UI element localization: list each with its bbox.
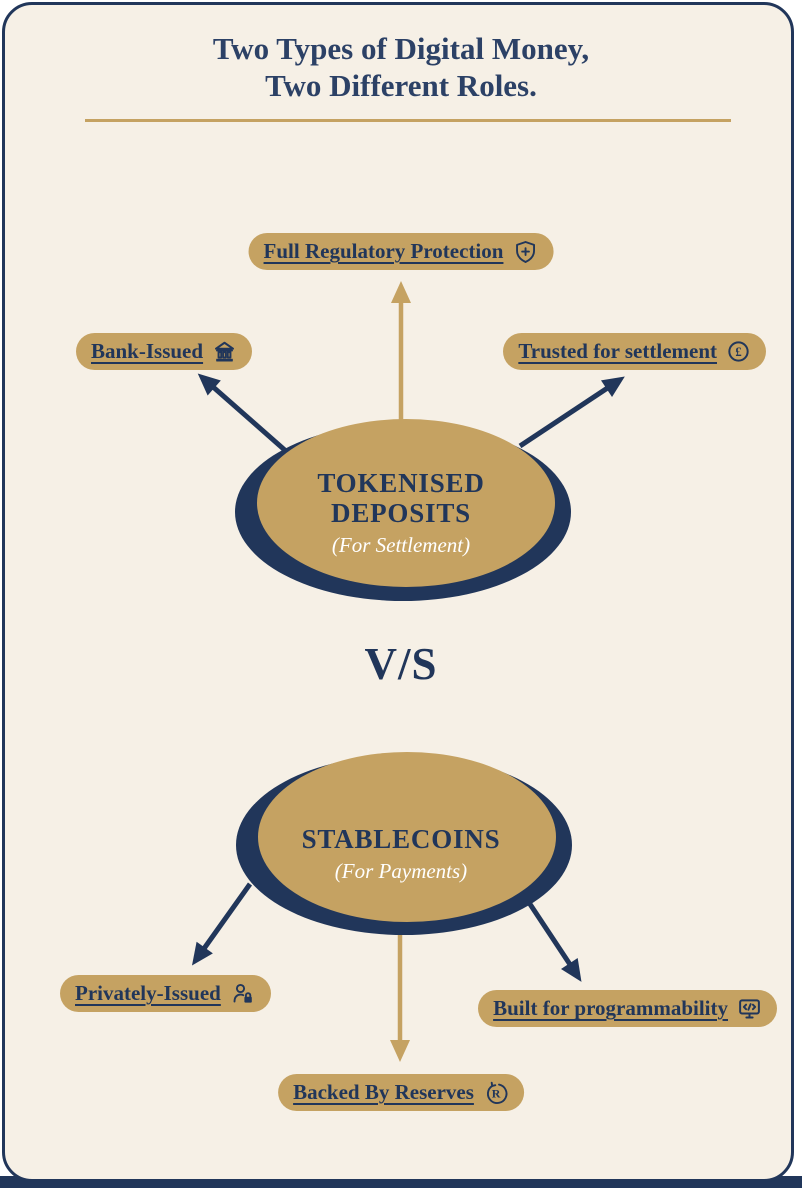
pill-full-regulatory-protection-label: Full Regulatory Protection bbox=[263, 239, 504, 263]
shield-plus-icon bbox=[516, 240, 535, 263]
page-title-line1: Two Types of Digital Money, bbox=[212, 31, 590, 66]
pill-privately-issued-label: Privately-Issued bbox=[75, 981, 221, 1005]
tokenised-deposits-bubble: TOKENISED DEPOSITS (For Settlement) bbox=[231, 468, 571, 558]
stablecoins-bubble: STABLECOINS (For Payments) bbox=[231, 824, 571, 884]
pound-coin-icon: £ bbox=[728, 341, 749, 362]
tokenised-deposits-role: (For Settlement) bbox=[331, 533, 471, 557]
pill-backed-by-reserves-label: Backed By Reserves bbox=[293, 1080, 474, 1104]
tokenised-deposits-name-line2: DEPOSITS bbox=[331, 498, 471, 528]
stablecoins-name: STABLECOINS bbox=[301, 824, 501, 854]
versus-label: V/S bbox=[364, 639, 438, 689]
pill-full-regulatory-protection: Full Regulatory Protection bbox=[248, 233, 554, 270]
pill-privately-issued: Privately-Issued bbox=[60, 975, 271, 1012]
pill-trusted-for-settlement-label: Trusted for settlement bbox=[518, 339, 717, 363]
bank-icon bbox=[215, 341, 235, 362]
reserve-glyph: R bbox=[492, 1086, 501, 1100]
pill-built-for-programmability-label: Built for programmability bbox=[493, 996, 728, 1020]
tokenised-deposits-name-line1: TOKENISED bbox=[317, 468, 485, 498]
code-monitor-icon bbox=[739, 999, 760, 1019]
pill-bank-issued: Bank-Issued bbox=[76, 333, 253, 370]
pound-glyph: £ bbox=[735, 345, 741, 359]
user-lock-icon bbox=[233, 983, 252, 1003]
pill-built-for-programmability: Built for programmability bbox=[478, 990, 777, 1027]
page-title: Two Types of Digital Money, Two Differen… bbox=[0, 30, 802, 104]
pill-bank-issued-label: Bank-Issued bbox=[91, 339, 204, 363]
refresh-r-icon: R bbox=[486, 1081, 508, 1104]
pill-backed-by-reserves: Backed By Reserves R bbox=[278, 1074, 524, 1111]
stablecoins-role: (For Payments) bbox=[334, 859, 468, 883]
page-title-line2: Two Different Roles. bbox=[265, 68, 537, 103]
title-divider bbox=[85, 119, 731, 122]
pill-trusted-for-settlement: Trusted for settlement £ bbox=[503, 333, 766, 370]
